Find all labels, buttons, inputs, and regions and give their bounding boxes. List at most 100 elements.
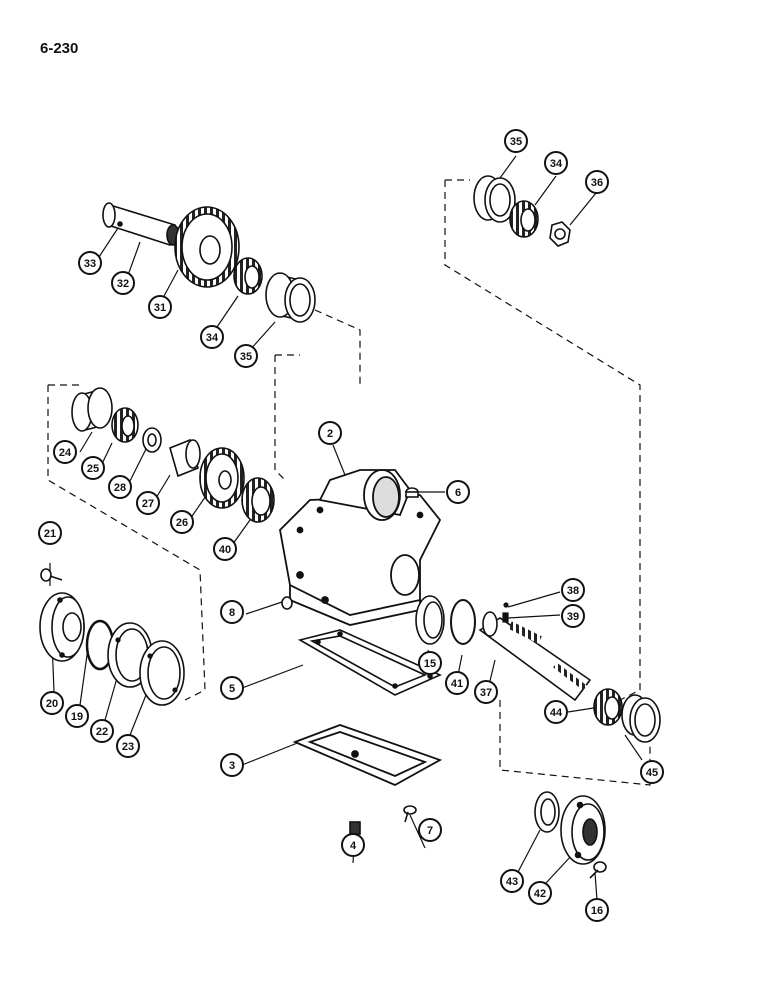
callout-labels: 2 3 4 5 6 7 8 15 16 19 20 21 22 23 24 25…	[38, 129, 664, 922]
svg-text:39: 39	[567, 611, 579, 623]
svg-text:25: 25	[87, 463, 99, 475]
drain-plug	[349, 821, 361, 835]
housing-plug-side	[281, 596, 293, 610]
svg-text:8: 8	[229, 607, 235, 619]
gearbox-housing	[279, 469, 442, 626]
callout-24: 24	[53, 440, 77, 464]
svg-text:19: 19	[71, 711, 83, 723]
svg-text:7: 7	[427, 825, 433, 837]
callout-33: 33	[78, 251, 102, 275]
shaft-pin	[503, 602, 509, 608]
svg-text:38: 38	[567, 585, 579, 597]
callout-37: 37	[474, 680, 498, 704]
shaft-key	[502, 612, 509, 623]
cover-screw	[403, 805, 417, 823]
svg-text:16: 16	[591, 905, 603, 917]
svg-text:6: 6	[455, 487, 461, 499]
svg-text:36: 36	[591, 177, 603, 189]
svg-text:35: 35	[510, 136, 522, 148]
callout-35-right: 35	[504, 129, 528, 153]
svg-text:23: 23	[122, 741, 134, 753]
bearing-cup-output	[621, 694, 661, 743]
housing-gasket	[297, 629, 442, 696]
bearing-retainer	[560, 795, 606, 865]
callout-4: 4	[341, 833, 365, 857]
callout-3: 3	[220, 753, 244, 777]
callout-34-left: 34	[200, 325, 224, 349]
callout-5: 5	[220, 676, 244, 700]
svg-text:24: 24	[59, 447, 72, 459]
callout-35-left: 35	[234, 344, 258, 368]
svg-text:35: 35	[240, 351, 252, 363]
callout-7: 7	[418, 818, 442, 842]
callout-39: 39	[561, 604, 585, 628]
svg-text:2: 2	[327, 428, 333, 440]
oil-seal	[415, 595, 445, 645]
bearing-cup-upper-left	[265, 272, 316, 323]
svg-text:3: 3	[229, 760, 235, 772]
svg-text:5: 5	[229, 683, 235, 695]
callout-43: 43	[500, 869, 524, 893]
callout-32: 32	[111, 271, 135, 295]
end-cover	[39, 592, 85, 662]
gasket-outer	[139, 640, 185, 706]
callout-36: 36	[585, 170, 609, 194]
idler-shaft	[102, 202, 180, 247]
callout-16: 16	[585, 898, 609, 922]
synchronizer-hub	[241, 477, 275, 523]
svg-text:31: 31	[154, 302, 166, 314]
svg-text:34: 34	[550, 158, 563, 170]
bearing-cup-upper-right	[473, 175, 516, 223]
svg-text:22: 22	[96, 726, 108, 738]
output-shaft	[478, 611, 592, 702]
leader-lines	[49, 155, 643, 901]
callout-42: 42	[528, 881, 552, 905]
callout-40: 40	[213, 537, 237, 561]
callout-20: 20	[40, 691, 64, 715]
bearing-cone-left	[111, 407, 139, 443]
svg-text:26: 26	[176, 517, 188, 529]
adjusting-nut	[549, 221, 571, 247]
spacer-sleeve	[169, 438, 201, 478]
housing-plug-top	[405, 487, 419, 498]
callout-27: 27	[136, 491, 160, 515]
svg-text:28: 28	[114, 482, 126, 494]
callout-45: 45	[640, 760, 664, 784]
output-shim	[534, 791, 560, 833]
snap-ring	[450, 599, 476, 645]
drive-gear	[199, 447, 245, 509]
svg-text:21: 21	[44, 528, 56, 540]
svg-text:40: 40	[219, 544, 231, 556]
bearing-cone-output	[593, 688, 623, 726]
callout-41: 41	[445, 671, 469, 695]
bearing-cone-upper-right	[509, 200, 539, 238]
callout-6: 6	[446, 480, 470, 504]
callout-23: 23	[116, 734, 140, 758]
svg-text:32: 32	[117, 278, 129, 290]
callout-22: 22	[90, 719, 114, 743]
callout-19: 19	[65, 704, 89, 728]
callout-26: 26	[170, 510, 194, 534]
svg-text:42: 42	[534, 888, 546, 900]
svg-text:33: 33	[84, 258, 96, 270]
svg-text:27: 27	[142, 498, 154, 510]
bottom-cover	[292, 724, 443, 787]
svg-text:45: 45	[646, 767, 658, 779]
svg-text:41: 41	[451, 678, 463, 690]
bearing-cone-upper-left	[233, 257, 263, 295]
callout-8: 8	[220, 600, 244, 624]
callout-21: 21	[38, 521, 62, 545]
bearing-cup-left	[71, 387, 113, 432]
callout-15: 15	[418, 651, 442, 675]
svg-text:20: 20	[46, 698, 58, 710]
svg-text:15: 15	[424, 658, 436, 670]
svg-text:43: 43	[506, 876, 518, 888]
callout-28: 28	[108, 475, 132, 499]
cover-bolt-left	[40, 568, 63, 582]
callout-34-right: 34	[544, 151, 568, 175]
svg-text:34: 34	[206, 332, 219, 344]
page-reference: 6-230	[40, 40, 79, 57]
callout-25: 25	[81, 456, 105, 480]
